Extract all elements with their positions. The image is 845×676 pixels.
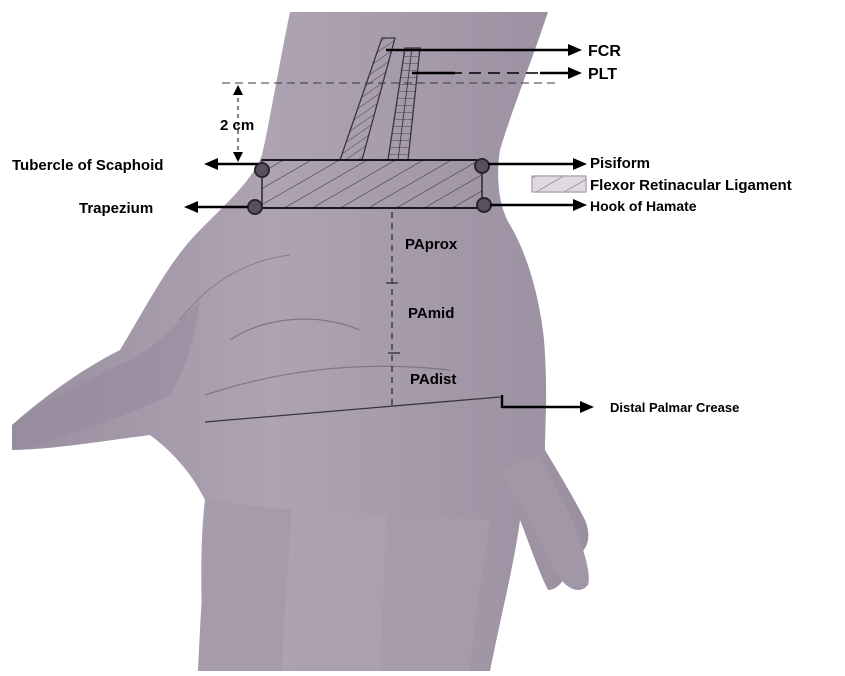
label-two-cm: 2 cm <box>220 117 254 134</box>
label-hook-of-hamate: Hook of Hamate <box>590 198 697 214</box>
label-pamid: PAmid <box>408 305 454 322</box>
flexor-retinacular-ligament-band <box>262 160 482 208</box>
label-flexor-retinacular-ligament: Flexor Retinacular Ligament <box>590 177 792 194</box>
label-plt: PLT <box>588 66 617 83</box>
label-tubercle-of-scaphoid: Tubercle of Scaphoid <box>12 157 163 174</box>
label-fcr: FCR <box>588 43 621 60</box>
label-paprox: PAprox <box>405 236 458 253</box>
label-padist: PAdist <box>410 371 456 388</box>
middle-finger <box>295 510 386 671</box>
trapezium-marker <box>248 200 262 214</box>
label-pisiform: Pisiform <box>590 155 650 172</box>
label-distal-palmar-crease: Distal Palmar Crease <box>610 400 739 415</box>
label-trapezium: Trapezium <box>79 200 153 217</box>
pisiform-marker <box>475 159 489 173</box>
hook-of-hamate-marker <box>477 198 491 212</box>
index-finger <box>198 500 292 671</box>
hand-silhouette <box>12 12 589 671</box>
